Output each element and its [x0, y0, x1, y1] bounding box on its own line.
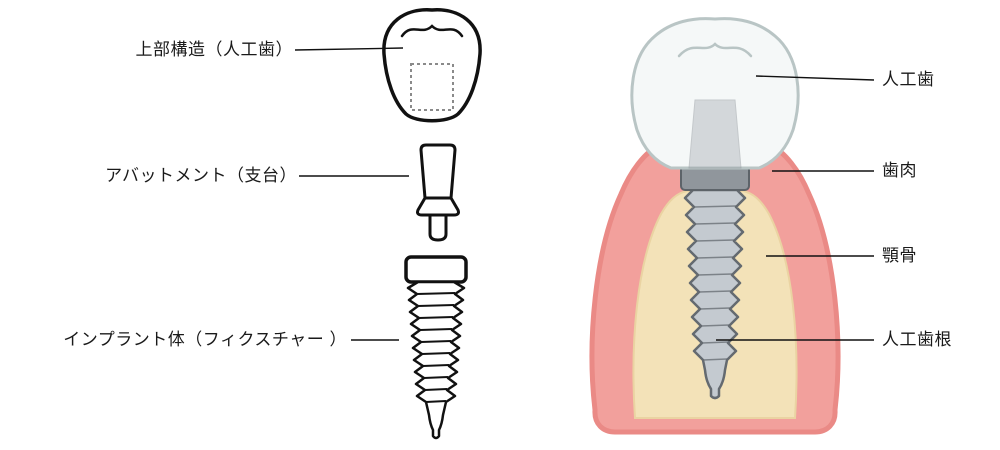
- fixture-thread-lines: [416, 292, 456, 403]
- label-jawbone: 顎骨: [882, 246, 917, 265]
- label-fixture: インプラント体（フィクスチャー ）: [63, 330, 347, 349]
- abutment-skirt-path: [416, 196, 460, 217]
- artificial-tooth-crown: [630, 17, 800, 170]
- crown-illustration: [382, 8, 482, 123]
- crown-cusp-detail: [677, 42, 753, 58]
- crown-cusp-line: [400, 24, 464, 38]
- abutment-body-path: [419, 143, 457, 200]
- label-artificial-tooth: 人工歯: [882, 70, 935, 89]
- implant-screw-shape: [683, 188, 747, 400]
- implant-collar: [680, 165, 750, 191]
- implant-cross-section-illustration: [589, 17, 841, 435]
- implant-fixture-illustration: [404, 255, 468, 440]
- abutment-illustration: [416, 143, 460, 242]
- fixture-thread-outline: [406, 280, 466, 440]
- label-superstructure: 上部構造（人工歯）: [135, 40, 293, 59]
- label-artificial-root: 人工歯根: [882, 330, 952, 349]
- fixture-platform: [404, 255, 468, 284]
- crown-outline-path: [382, 8, 482, 123]
- implant-thread-lines: [693, 205, 737, 361]
- crown-core-dashed-outline: [410, 63, 454, 111]
- abutment-neck-path: [428, 213, 448, 242]
- label-abutment: アバットメント（支台）: [105, 166, 297, 185]
- abutment-ghost-shape: [688, 99, 742, 169]
- label-gum: 歯肉: [882, 161, 917, 180]
